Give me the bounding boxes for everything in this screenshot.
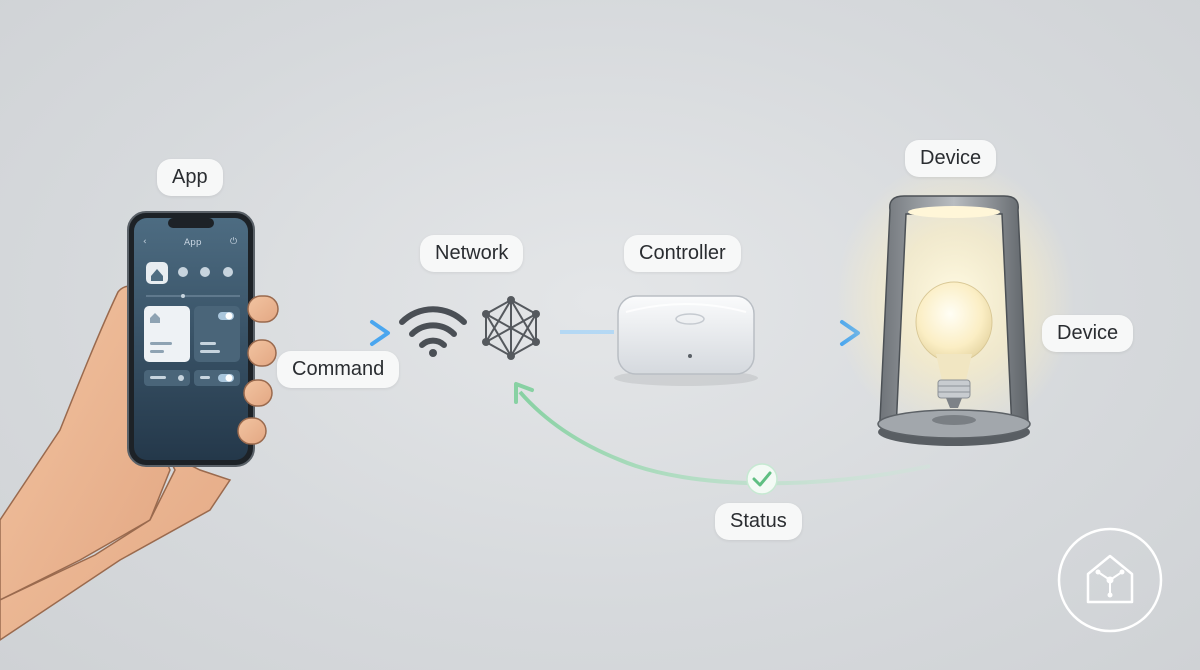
label-command: Command xyxy=(277,351,400,388)
mesh-network-icon xyxy=(482,296,540,360)
label-controller: Controller xyxy=(624,235,741,272)
power-icon: ⏻ xyxy=(230,237,238,247)
command-arrow xyxy=(276,320,390,346)
phone-header-title: App xyxy=(184,238,202,248)
phone-card xyxy=(144,306,190,362)
label-network: Network xyxy=(420,235,524,272)
smart-home-logo-icon xyxy=(1057,527,1163,633)
label-device-top: Device xyxy=(905,140,997,177)
phone-bulb-icon xyxy=(223,267,233,277)
wifi-icon xyxy=(399,306,467,357)
phone-row xyxy=(144,370,190,386)
phone-illustration xyxy=(127,211,255,467)
status-led xyxy=(688,354,692,358)
phone-bulb-icon xyxy=(200,267,210,277)
label-app: App xyxy=(157,159,223,196)
check-circle-icon xyxy=(746,463,778,495)
status-arrow xyxy=(514,382,931,486)
label-device-side: Device xyxy=(1042,315,1134,352)
phone-bulb-icon xyxy=(178,267,188,277)
phone-notch xyxy=(168,218,214,228)
label-status: Status xyxy=(715,503,802,540)
lamp-device xyxy=(835,160,1075,446)
fingers-illustration xyxy=(237,295,279,445)
controller-hub xyxy=(614,295,758,386)
chevron-left-icon: ‹ xyxy=(143,237,147,247)
